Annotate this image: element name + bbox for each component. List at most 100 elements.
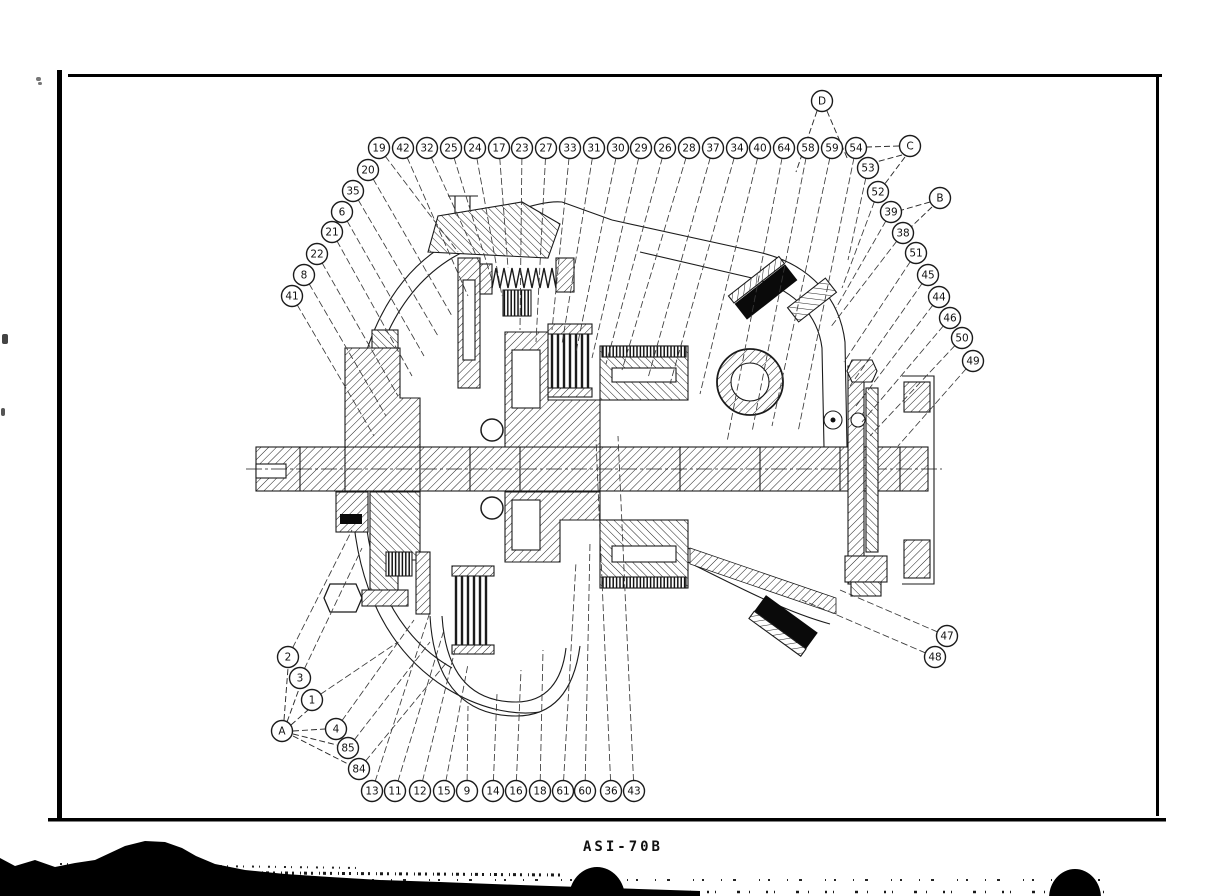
callout-32: 32: [415, 136, 439, 160]
leader-line-25: [450, 147, 493, 281]
callout-53: 53: [856, 156, 880, 180]
callout-label: 43: [627, 786, 640, 798]
callout-15: 15: [432, 779, 456, 803]
leader-line-29: [591, 147, 642, 359]
callout-24: 24: [463, 136, 487, 160]
callout-connector-line: [910, 206, 933, 228]
callout-connector-line: [292, 728, 326, 732]
callout-54: 54: [844, 136, 868, 160]
callout-9: 9: [455, 779, 479, 803]
leader-line-8: [303, 274, 387, 417]
callout-label: 50: [955, 333, 968, 345]
callout-label: 46: [943, 313, 957, 325]
callout-label: 23: [515, 143, 528, 155]
leader-line-11: [394, 629, 445, 792]
callout-label: C: [906, 141, 913, 153]
leader-line-58: [751, 147, 809, 433]
callout-label: 14: [486, 786, 500, 798]
leader-line-51: [843, 252, 917, 363]
callout-label: 16: [509, 786, 523, 798]
callout-50: 50: [950, 326, 974, 350]
callout-label: 54: [849, 143, 863, 155]
ball-bearing-lower: [480, 496, 504, 520]
seal-lower-right: [748, 595, 818, 657]
leader-line-16: [515, 669, 522, 792]
callout-label: 12: [413, 786, 426, 798]
callout-label: 64: [777, 143, 791, 155]
leader-line-31: [561, 147, 595, 345]
callout-label: 9: [464, 786, 471, 798]
callout-connector-line: [292, 735, 349, 765]
leader-line-37: [647, 147, 714, 379]
callout-64: 64: [772, 136, 796, 160]
margin-scan-specks: [1, 77, 42, 416]
callout-connector-line: [290, 709, 309, 726]
leader-line-40: [699, 147, 761, 395]
callout-label: 38: [896, 228, 909, 240]
callout-49: 49: [961, 349, 985, 373]
callout-23: 23: [510, 136, 534, 160]
callout-46: 46: [938, 306, 962, 330]
callout-label: 19: [372, 143, 385, 155]
page-frame: [48, 70, 1166, 822]
leader-line-2: [287, 529, 353, 658]
callout-42: 42: [391, 136, 415, 160]
cross-section-drawing: [246, 195, 942, 717]
callout-85: 85: [336, 736, 360, 760]
leader-line-1: [311, 641, 399, 701]
callout-label: 24: [468, 143, 482, 155]
callout-connector-line: [283, 667, 289, 721]
callout-connector-line: [286, 688, 300, 723]
callout-22: 22: [305, 242, 329, 266]
leader-line-61: [562, 561, 577, 792]
callout-label: 17: [492, 143, 505, 155]
bearing-bore: [716, 348, 784, 416]
callout-label: 35: [346, 186, 359, 198]
leader-line-50: [869, 337, 963, 437]
leader-line-32: [426, 147, 481, 265]
callout-59: 59: [820, 136, 844, 160]
leader-line-39: [835, 211, 892, 309]
callout-label: 36: [604, 786, 618, 798]
callout-label: 39: [884, 207, 897, 219]
callout-connector-line: [883, 156, 906, 186]
callout-33: 33: [558, 136, 582, 160]
leader-line-14: [492, 693, 498, 792]
callout-label: 51: [909, 248, 922, 260]
callout-17: 17: [487, 136, 511, 160]
callout-14: 14: [481, 779, 505, 803]
leader-line-46: [861, 317, 951, 423]
callout-45: 45: [916, 263, 940, 287]
callout-52: 52: [866, 180, 890, 204]
callout-label: D: [818, 96, 826, 108]
callout-label: 40: [753, 143, 766, 155]
callout-label: 29: [634, 143, 647, 155]
callout-41: 41: [280, 284, 304, 308]
leader-line-36: [595, 439, 612, 792]
frame-left-rule: [57, 70, 62, 820]
callout-label: 44: [932, 292, 946, 304]
callout-C: C: [898, 134, 922, 158]
callout-60: 60: [573, 779, 597, 803]
callout-label: 85: [341, 743, 354, 755]
callout-label: 59: [825, 143, 838, 155]
figure-caption: ASI-70B: [582, 839, 663, 855]
callout-label: 4: [333, 724, 340, 736]
callout-13: 13: [360, 779, 384, 803]
leader-line-45: [849, 274, 929, 387]
leader-line-84: [358, 661, 448, 770]
leader-line-28: [621, 147, 690, 371]
callout-26: 26: [653, 136, 677, 160]
callout-label: 3: [297, 673, 304, 685]
callout-label: 42: [396, 143, 409, 155]
leader-line-42: [402, 147, 469, 297]
callout-label: 1: [309, 695, 316, 707]
callout-6: 6: [330, 200, 354, 224]
callout-30: 30: [606, 136, 630, 160]
frame-bottom-rule: [48, 818, 1166, 822]
callout-25: 25: [439, 136, 463, 160]
callout-27: 27: [534, 136, 558, 160]
callout-31: 31: [582, 136, 606, 160]
